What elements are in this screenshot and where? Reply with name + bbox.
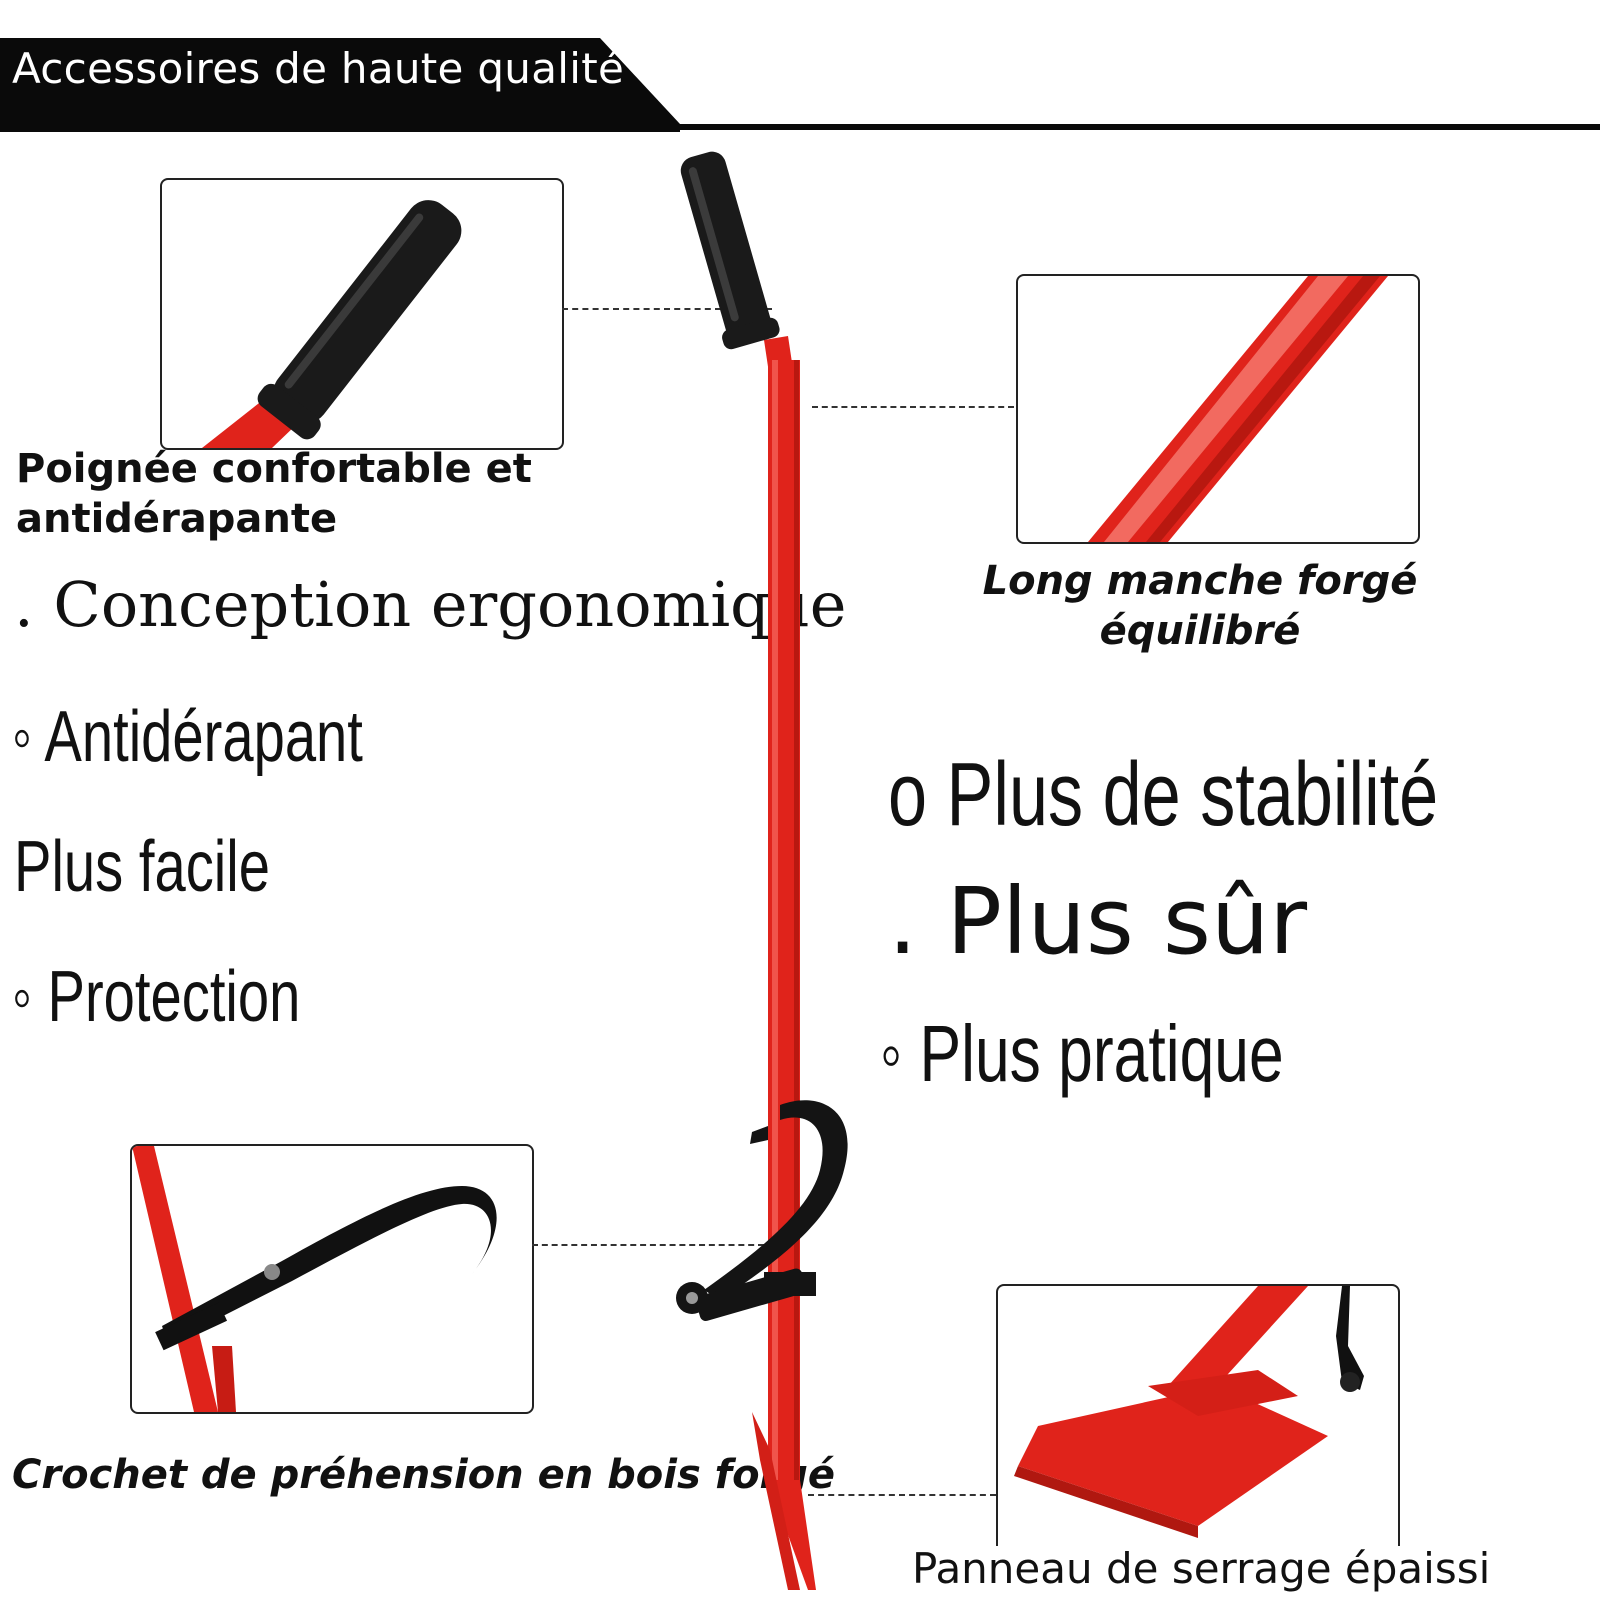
clamp-plate-closeup-icon (1014, 1286, 1364, 1538)
header-banner (0, 38, 680, 132)
feature-stability: o Plus de stabilité (888, 745, 1439, 845)
handle-label: Long manche forgé équilibré (982, 558, 1418, 654)
plate-label: Panneau de serrage épaissi (912, 1544, 1491, 1593)
feature-practical: ◦ Plus pratique (880, 1009, 1284, 1098)
grip-connector-line (562, 308, 772, 310)
hook-detail-image (130, 1144, 534, 1414)
hook-connector-line (532, 1244, 764, 1246)
feature-non-slip: ◦ Antidérapant (12, 697, 363, 777)
handle-connector-line (812, 406, 1014, 408)
feature-easier: Plus facile (14, 827, 270, 907)
page-title: Accessoires de haute qualité (12, 44, 625, 93)
log-lifter-tool-image (676, 151, 848, 1590)
feature-ergonomic: . Conception ergonomique (14, 568, 847, 641)
handle-detail-image (1016, 274, 1420, 544)
hook-closeup-icon (132, 1146, 497, 1412)
grip-closeup-icon (202, 200, 462, 448)
handle-closeup-icon (1088, 276, 1388, 542)
header-underline (640, 124, 1600, 130)
grip-detail-image (160, 178, 564, 450)
feature-protection: ◦ Protection (12, 957, 301, 1037)
hook-label: Crochet de préhension en bois forgé (12, 1452, 836, 1498)
grip-label: Poignée confortable et antidérapante (16, 446, 532, 542)
plate-detail-image (996, 1284, 1400, 1546)
feature-safer: . Plus sûr (888, 868, 1308, 975)
plate-connector-line (808, 1494, 996, 1496)
